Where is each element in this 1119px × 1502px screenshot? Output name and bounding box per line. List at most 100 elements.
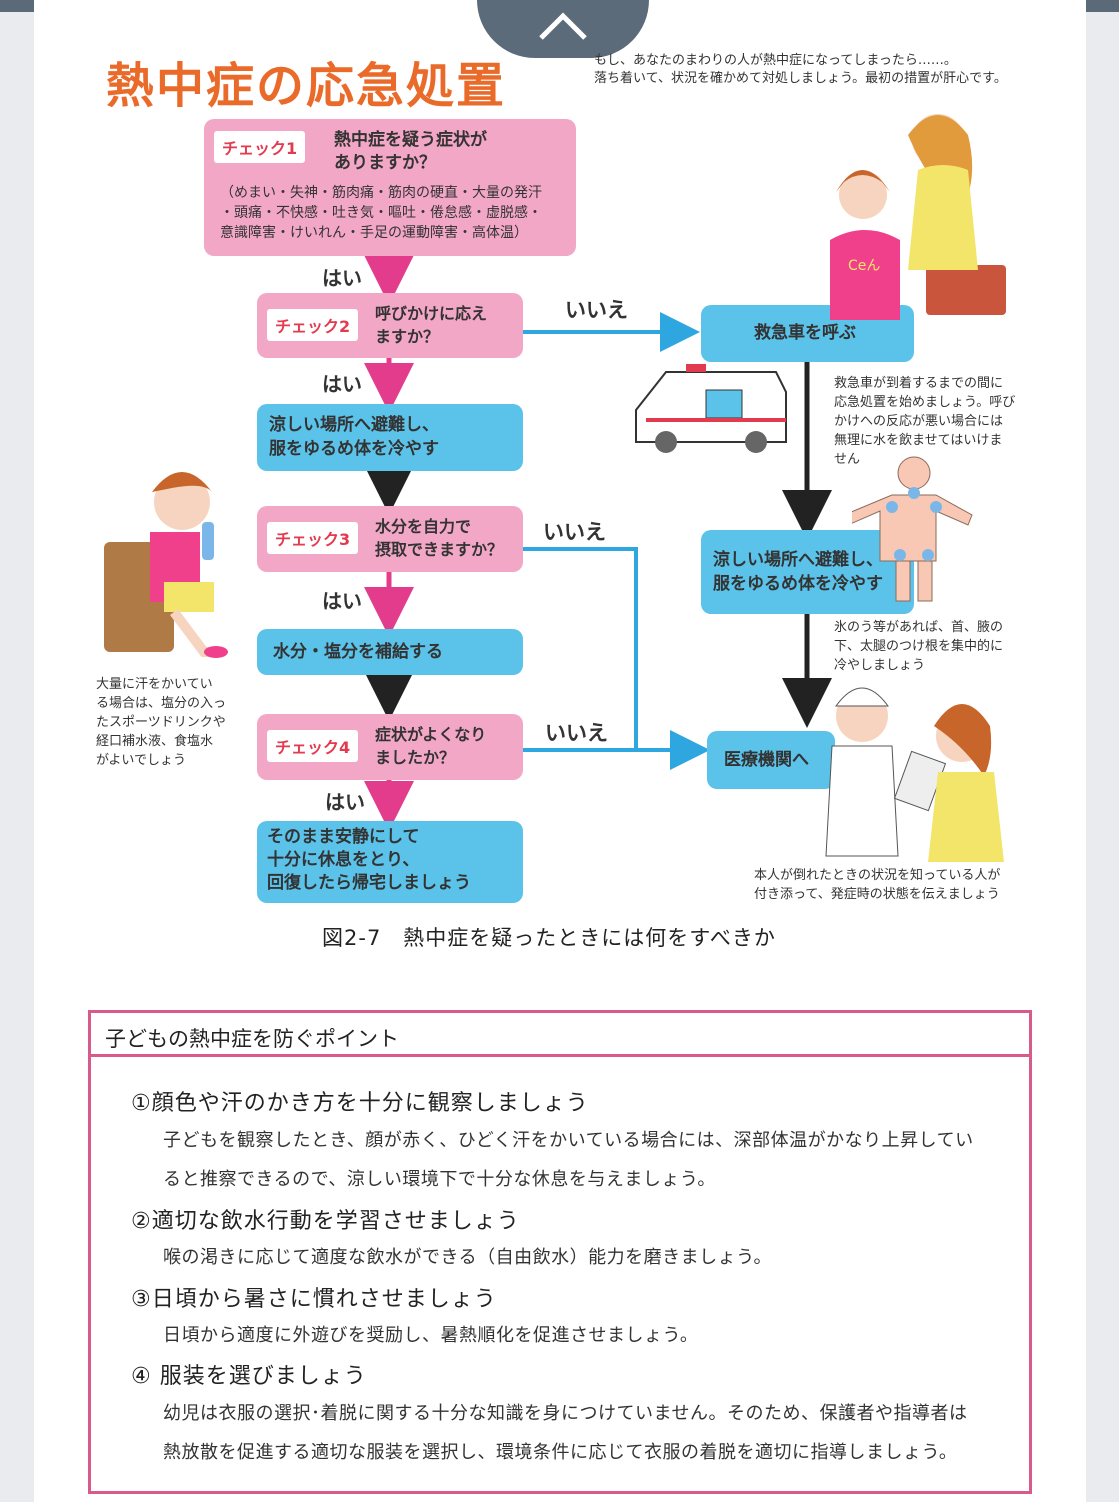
witness-note: 本人が倒れたときの状況を知っている人が 付き添って、発症時の状態を伝えましょう	[754, 866, 1000, 904]
check3-label: チェック3	[267, 522, 359, 554]
check2-box: チェック2 呼びかけに応え ますか？	[257, 293, 523, 358]
prevention-points-box: 子どもの熱中症を防ぐポイント ①顔色や汗のかき方を十分に観察しましょう 子どもを…	[88, 1010, 1032, 1494]
cool-down-text-2: 涼しい場所へ避難し、 服をゆるめ体を冷やす	[713, 548, 883, 596]
check4-box: チェック4 症状がよくなり ましたか？	[257, 714, 523, 780]
ambulance-icon	[635, 364, 787, 453]
note-line: 経口補水液、食塩水	[96, 734, 214, 749]
chevron-up-icon	[539, 12, 587, 40]
no-label-3: いいえ	[543, 520, 606, 544]
cool-line: 服をゆるめ体を冷やす	[713, 574, 883, 594]
point-body: 子どもを観察したとき、顔が赤く、ひどく汗をかいている場合には、深部体温がかなり上…	[163, 1121, 974, 1199]
ice-note: 氷のう等があれば、首、腋の 下、太腿のつけ根を集中的に 冷やしましょう	[834, 618, 1003, 675]
hospital-box: 医療機関へ	[707, 731, 835, 789]
shirt-text: Ceん	[848, 258, 880, 274]
check3-box: チェック3 水分を自力で 摂取できますか？	[257, 506, 523, 572]
check1-box: チェック1 熱中症を疑う症状が ありますか？ （めまい・失神・筋肉痛・筋肉の硬直…	[204, 119, 576, 256]
point-body-line: 日頃から適度に外遊びを奨励し、暑熱順化を促進させましょう。	[163, 1325, 699, 1346]
point-body-line: 幼児は衣服の選択･着脱に関する十分な知識を身につけていません。そのため、保護者や…	[163, 1403, 968, 1424]
question-line: 水分を自力で	[375, 517, 472, 536]
question-line: ますか？	[375, 327, 440, 346]
yes-label-3: はい	[322, 589, 362, 613]
note-line: たスポーツドリンクや	[96, 715, 226, 730]
dizzy-girl-illustration: Ceん	[830, 114, 1006, 320]
check4-label: チェック4	[267, 730, 359, 762]
prevention-points-title: 子どもの熱中症を防ぐポイント	[105, 1027, 399, 1051]
point-body: 幼児は衣服の選択･着脱に関する十分な知識を身につけていません。そのため、保護者や…	[163, 1394, 967, 1472]
question-line: 熱中症を疑う症状が	[334, 130, 487, 150]
yes-label-2: はい	[322, 372, 362, 396]
rest-text: そのまま安静にして 十分に休息をとり、 回復したら帰宅しましょう	[267, 826, 471, 895]
note-line: 大量に汗をかいてい	[96, 677, 213, 692]
intro-line: 落ち着いて、状況を確かめて対処しましょう。最初の措置が肝心です。	[594, 71, 1007, 86]
intro-line: もし、あなたのまわりの人が熱中症になってしまったら……。	[594, 53, 957, 68]
cool-down-box-2: 涼しい場所へ避難し、 服をゆるめ体を冷やす	[701, 530, 914, 614]
drinking-girl-illustration	[104, 472, 228, 658]
question-line: ましたか？	[375, 748, 456, 767]
point-body: 日頃から適度に外遊びを奨励し、暑熱順化を促進させましょう。	[163, 1316, 698, 1355]
note-line: 冷やしましょう	[834, 658, 926, 673]
note-line: せん	[834, 452, 861, 467]
collapse-button[interactable]	[477, 0, 649, 58]
hydrate-text: 水分・塩分を補給する	[273, 642, 443, 662]
hospital-text: 医療機関へ	[724, 750, 809, 770]
yes-label-1: はい	[322, 266, 362, 290]
rest-box: そのまま安静にして 十分に休息をとり、 回復したら帰宅しましょう	[257, 821, 523, 903]
point-body-line: 熱放散を促進する適切な服装を選択し、環境条件に応じて衣服の着脱を適切に指導しまし…	[163, 1442, 958, 1463]
figure-caption: 図2-7 熱中症を疑ったときには何をすべきか	[322, 926, 776, 950]
body-cooling-points-illustration	[852, 456, 973, 602]
prevention-points-header: 子どもの熱中症を防ぐポイント	[91, 1013, 1029, 1057]
cool-line: 涼しい場所へ避難し、	[269, 415, 439, 435]
point-body: 喉の渇きに応じて適度な飲水ができる（自由飲水）能力を磨きましょう。	[163, 1238, 772, 1277]
point-heading: ④ 服装を選びましょう	[131, 1364, 367, 1389]
nurse-and-patient-illustration	[825, 687, 1004, 862]
check2-label: チェック2	[267, 309, 359, 341]
no-label-2: いいえ	[565, 298, 628, 322]
note-line: 下、太腿のつけ根を集中的に	[834, 639, 1004, 654]
point-body-line: 子どもを観察したとき、顔が赤く、ひどく汗をかいている場合には、深部体温がかなり上…	[163, 1130, 974, 1151]
check4-question: 症状がよくなり ましたか？	[375, 723, 486, 769]
ambulance-text: 救急車を呼ぶ	[754, 323, 856, 343]
note-line: 付き添って、発症時の状態を伝えましょう	[754, 887, 1000, 902]
symptoms-line: ・頭痛・不快感・吐き気・嘔吐・倦怠感・虚脱感・	[220, 205, 542, 221]
rest-line: そのまま安静にして	[267, 827, 420, 847]
question-line: ありますか？	[334, 153, 436, 173]
point-body-line: ると推察できるので、涼しい環境下で十分な休息を与えましょう。	[163, 1169, 716, 1190]
line-no-3	[523, 547, 638, 750]
note-line: 無理に水を飲ませてはいけま	[834, 433, 1003, 448]
no-label-4: いいえ	[545, 721, 608, 745]
note-line: る場合は、塩分の入っ	[96, 696, 227, 711]
rest-line: 十分に休息をとり、	[267, 850, 420, 870]
intro-text: もし、あなたのまわりの人が熱中症になってしまったら……。 落ち着いて、状況を確か…	[594, 52, 1044, 88]
ambulance-note: 救急車が到着するまでの間に 応急処置を始めましょう。呼び かけへの反応が悪い場合…	[834, 374, 1015, 469]
note-line: がよいでしょう	[96, 753, 186, 768]
cool-line: 涼しい場所へ避難し、	[713, 550, 883, 570]
check1-question: 熱中症を疑う症状が ありますか？	[334, 129, 487, 175]
question-line: 症状がよくなり	[375, 725, 487, 744]
point-body-line: 喉の渇きに応じて適度な飲水ができる（自由飲水）能力を磨きましょう。	[163, 1247, 773, 1268]
cool-line: 服をゆるめ体を冷やす	[269, 439, 439, 459]
note-line: 氷のう等があれば、首、腋の	[834, 620, 1004, 635]
question-line: 呼びかけに応え	[375, 304, 488, 323]
cool-down-box-1: 涼しい場所へ避難し、 服をゆるめ体を冷やす	[257, 404, 523, 471]
check2-question: 呼びかけに応え ますか？	[375, 302, 487, 348]
note-line: 救急車が到着するまでの間に	[834, 376, 1004, 391]
point-heading: ①顔色や汗のかき方を十分に観察しましょう	[131, 1091, 589, 1116]
symptoms-line: （めまい・失神・筋肉痛・筋肉の硬直・大量の発汗	[220, 185, 542, 201]
check1-symptoms: （めまい・失神・筋肉痛・筋肉の硬直・大量の発汗 ・頭痛・不快感・吐き気・嘔吐・倦…	[220, 183, 542, 243]
page-title: 熱中症の応急処置	[106, 58, 507, 114]
question-line: 摂取できますか？	[375, 540, 504, 559]
note-line: 応急処置を始めましょう。呼び	[834, 395, 1016, 410]
check1-label: チェック1	[214, 131, 306, 163]
point-heading: ②適切な飲水行動を学習させましょう	[131, 1209, 520, 1234]
note-line: 本人が倒れたときの状況を知っている人が	[754, 868, 1001, 883]
point-heading: ③日頃から暑さに慣れさせましょう	[131, 1287, 497, 1312]
rest-line: 回復したら帰宅しましょう	[267, 873, 471, 893]
cool-down-text-1: 涼しい場所へ避難し、 服をゆるめ体を冷やす	[269, 413, 439, 461]
check3-question: 水分を自力で 摂取できますか？	[375, 515, 503, 561]
flow-connectors	[364, 255, 832, 831]
hydrate-box: 水分・塩分を補給する	[257, 629, 523, 675]
yes-label-4: はい	[325, 790, 365, 814]
note-line: かけへの反応が悪い場合には	[834, 414, 1004, 429]
symptoms-line: 意識障害・けいれん・手足の運動障害・高体温）	[220, 225, 528, 241]
sweat-note: 大量に汗をかいてい る場合は、塩分の入っ たスポーツドリンクや 経口補水液、食塩…	[96, 675, 226, 770]
